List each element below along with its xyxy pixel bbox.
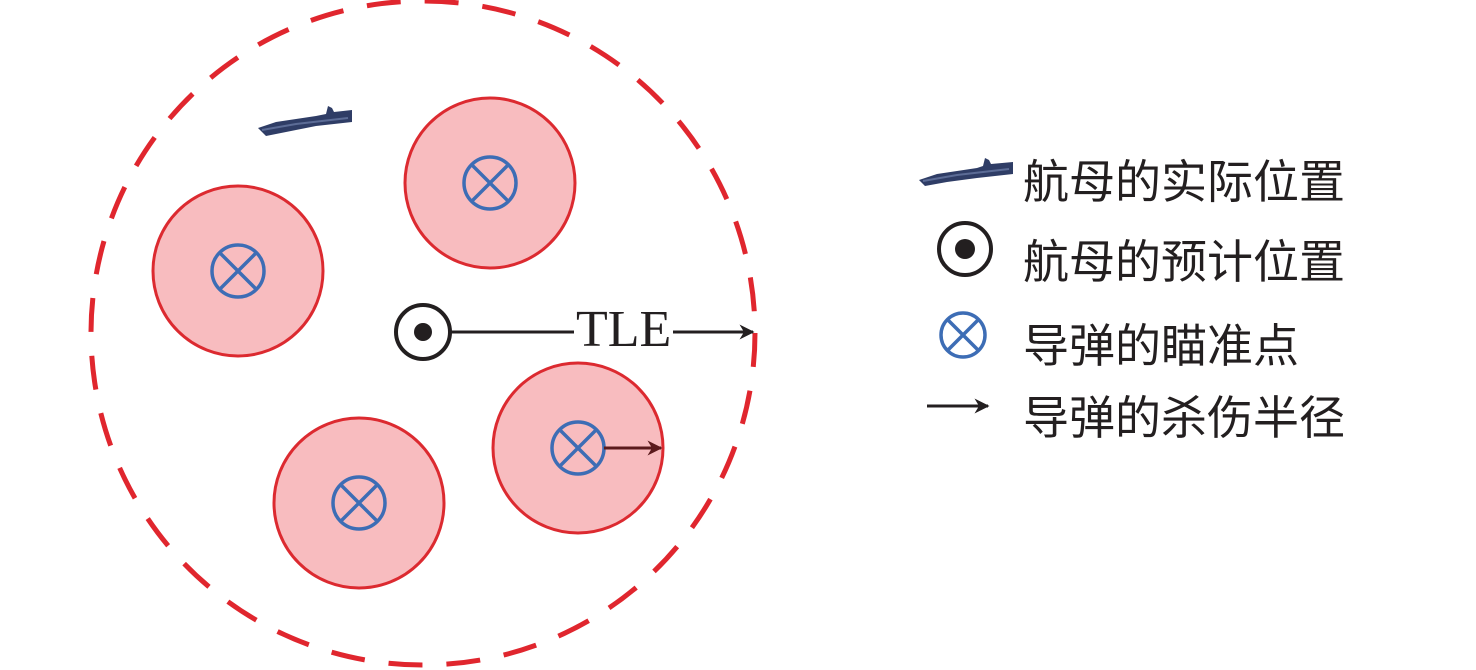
aim-point-2-icon bbox=[210, 243, 266, 299]
tle-label: TLE bbox=[574, 300, 674, 359]
legend-item-kill-radius: 导弹的杀伤半径 bbox=[915, 374, 1435, 445]
aim-point-3-icon bbox=[331, 475, 387, 531]
legend-label: 航母的预计位置 bbox=[1023, 235, 1345, 289]
tle-dashed-circle bbox=[88, 0, 758, 668]
legend-label: 导弹的杀伤半径 bbox=[1023, 391, 1345, 445]
legend-item-predicted-position: 航母的预计位置 bbox=[915, 218, 1435, 289]
aircraft-carrier-icon bbox=[258, 106, 352, 136]
legend-item-actual-position: 航母的实际位置 bbox=[915, 138, 1435, 209]
aim-point-1-icon bbox=[462, 155, 518, 211]
predicted-position-icon bbox=[394, 303, 452, 361]
legend-label: 航母的实际位置 bbox=[1023, 155, 1345, 209]
legend-circled-cross-icon bbox=[939, 311, 987, 359]
legend-label: 导弹的瞄准点 bbox=[1023, 319, 1299, 373]
legend-ship-icon bbox=[919, 158, 1013, 186]
legend-item-aim-point: 导弹的瞄准点 bbox=[915, 302, 1435, 373]
legend-circled-dot-icon bbox=[937, 221, 993, 277]
